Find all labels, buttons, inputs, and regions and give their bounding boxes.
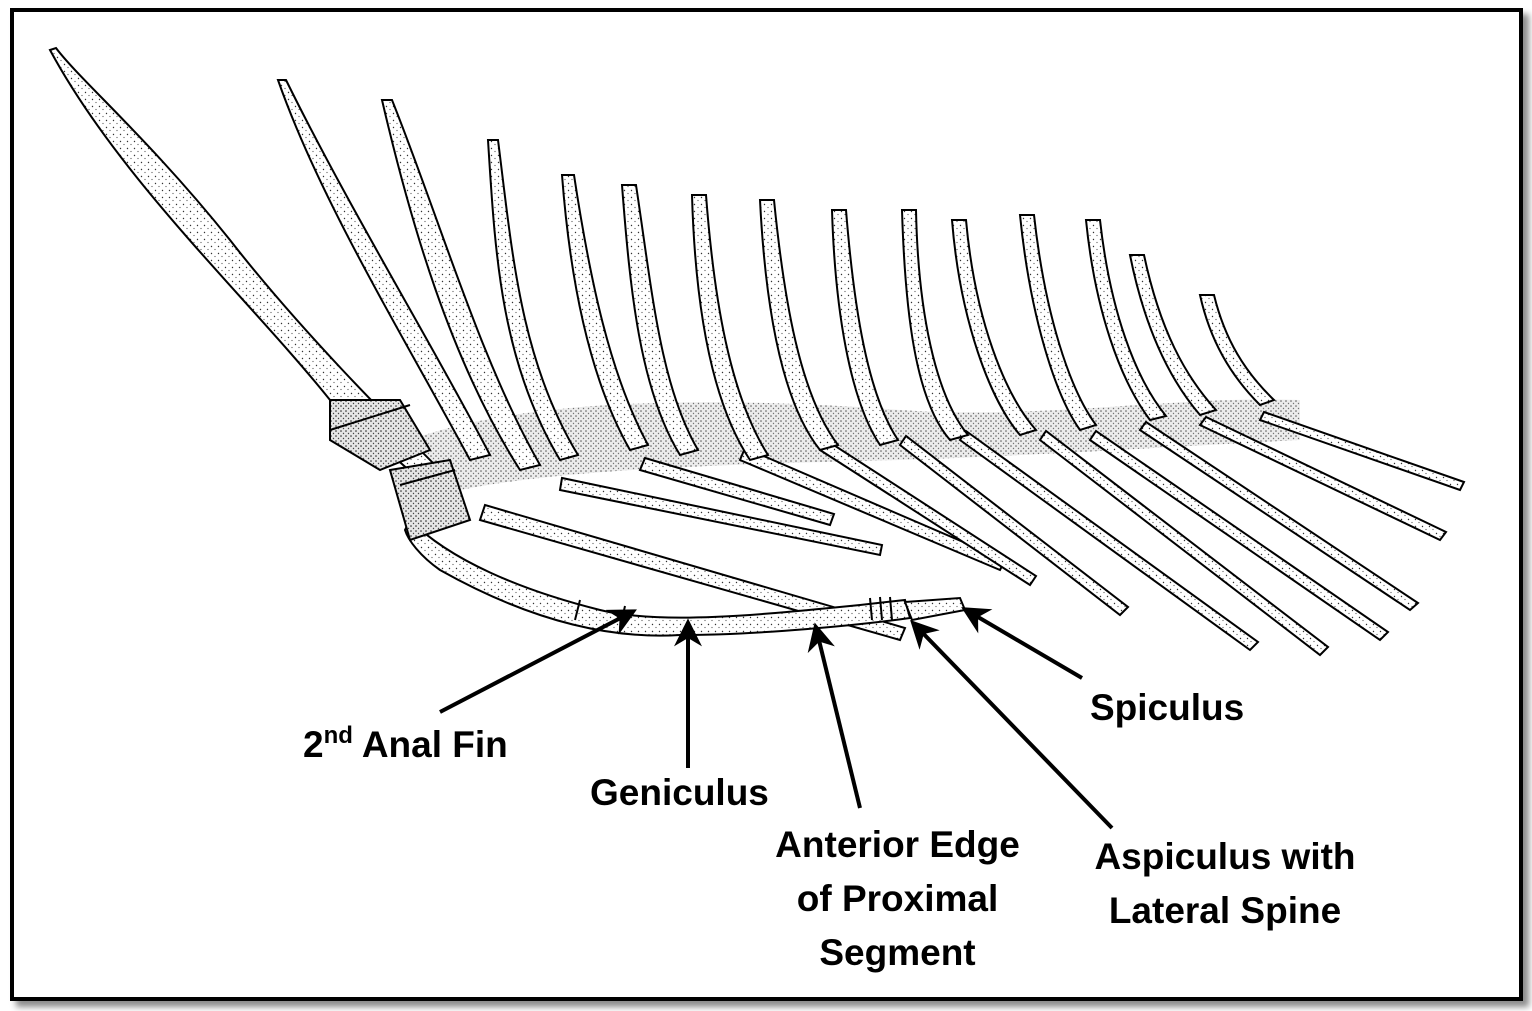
annotation-arrows [439, 607, 1114, 830]
label-anterior-edge-line-3: Segment [819, 932, 976, 973]
label-anterior-edge: Anterior Edge of Proximal Segment [750, 818, 1045, 980]
arrow-anal-fin [439, 609, 637, 714]
spine-bases [329, 399, 472, 542]
second-anal-fin-spine [403, 518, 967, 637]
arrow-spiculus [961, 607, 1084, 680]
fin-rays [48, 46, 1276, 482]
label-second-anal-fin-number: 2 [303, 724, 324, 765]
label-aspiculus: Aspiculus with Lateral Spine [1070, 830, 1380, 938]
label-spiculus: Spiculus [1090, 687, 1245, 728]
arrow-aspiculus [910, 619, 1114, 830]
label-aspiculus-line-2: Lateral Spine [1108, 890, 1342, 931]
label-anterior-edge-line-2: of Proximal [796, 878, 999, 919]
label-geniculus: Geniculus [590, 772, 769, 813]
radial-rays [478, 410, 1466, 657]
label-anterior-edge-line-1: Anterior Edge [775, 824, 1020, 865]
label-second-anal-fin-suffix: nd [323, 722, 353, 749]
label-aspiculus-line-1: Aspiculus with [1094, 836, 1356, 877]
arrow-anterior-edge [807, 622, 862, 809]
label-second-anal-fin-text: Anal Fin [352, 724, 508, 765]
label-second-anal-fin: 2nd Anal Fin [303, 718, 508, 777]
